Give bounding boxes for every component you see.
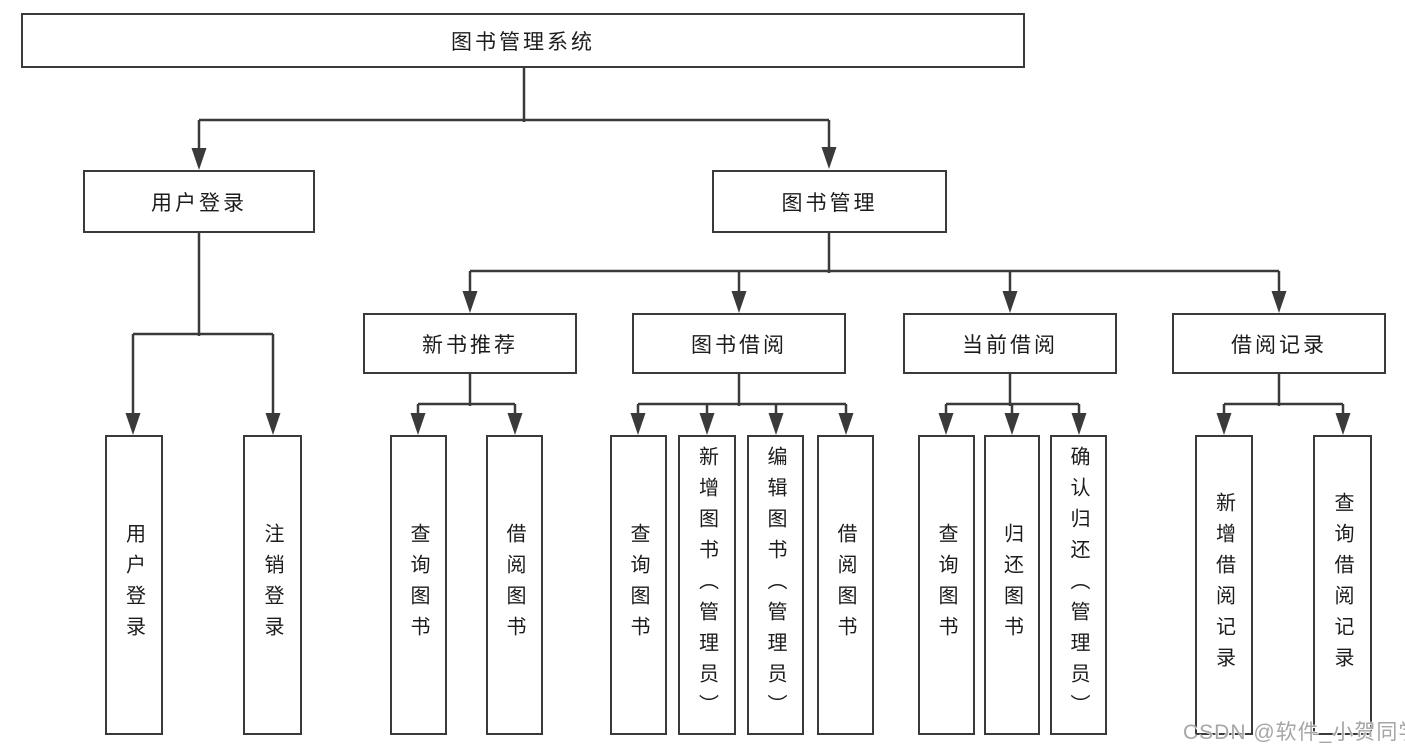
connector-root-to-level2	[197, 68, 831, 152]
connector-book-borrow-children	[636, 374, 848, 417]
leaf-query-books-recommend: 查询图书	[390, 435, 447, 735]
node-current-borrowing: 当前借阅	[903, 313, 1117, 374]
connector-new-book-children	[416, 374, 517, 417]
connector-borrow-record-children	[1222, 374, 1345, 417]
leaf-query-books-borrowing: 查询图书	[610, 435, 667, 735]
leaf-confirm-return-admin: 确认归还（管理员）	[1050, 435, 1107, 735]
arrowheads	[125, 147, 1351, 435]
csdn-watermark: CSDN @软件_小贺同学	[1183, 721, 1405, 744]
leaf-logout: 注销登录	[243, 435, 302, 735]
node-borrowing-records: 借阅记录	[1172, 313, 1386, 374]
leaf-query-books-current: 查询图书	[918, 435, 975, 735]
leaf-add-borrow-record: 新增借阅记录	[1195, 435, 1253, 735]
leaf-query-borrow-record: 查询借阅记录	[1313, 435, 1372, 735]
connector-user-login-children	[131, 233, 275, 417]
node-new-book-recommendation: 新书推荐	[363, 313, 577, 374]
node-user-login: 用户登录	[83, 170, 315, 233]
connector-book-management-children	[468, 233, 1281, 295]
leaf-borrow-books-recommend: 借阅图书	[486, 435, 543, 735]
leaf-edit-books-admin: 编辑图书（管理员）	[747, 435, 804, 735]
leaf-user-login: 用户登录	[105, 435, 163, 735]
leaf-return-books: 归还图书	[984, 435, 1040, 735]
connector-current-borrow-children	[944, 374, 1081, 417]
leaf-add-books-admin: 新增图书（管理员）	[678, 435, 736, 735]
node-book-borrowing: 图书借阅	[632, 313, 846, 374]
node-book-management: 图书管理	[712, 170, 947, 233]
leaf-borrow-books: 借阅图书	[817, 435, 874, 735]
node-library-management-system: 图书管理系统	[21, 13, 1025, 68]
